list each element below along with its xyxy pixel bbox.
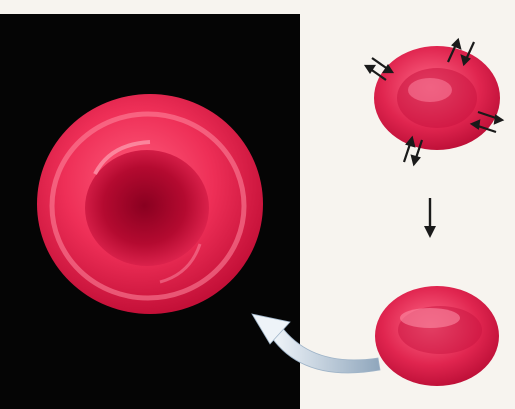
red-blood-cell-deformed <box>375 286 499 386</box>
arrow-down-icon <box>424 198 436 238</box>
curved-arrow-icon <box>252 314 380 373</box>
red-blood-cell-under-pressure <box>374 46 500 150</box>
